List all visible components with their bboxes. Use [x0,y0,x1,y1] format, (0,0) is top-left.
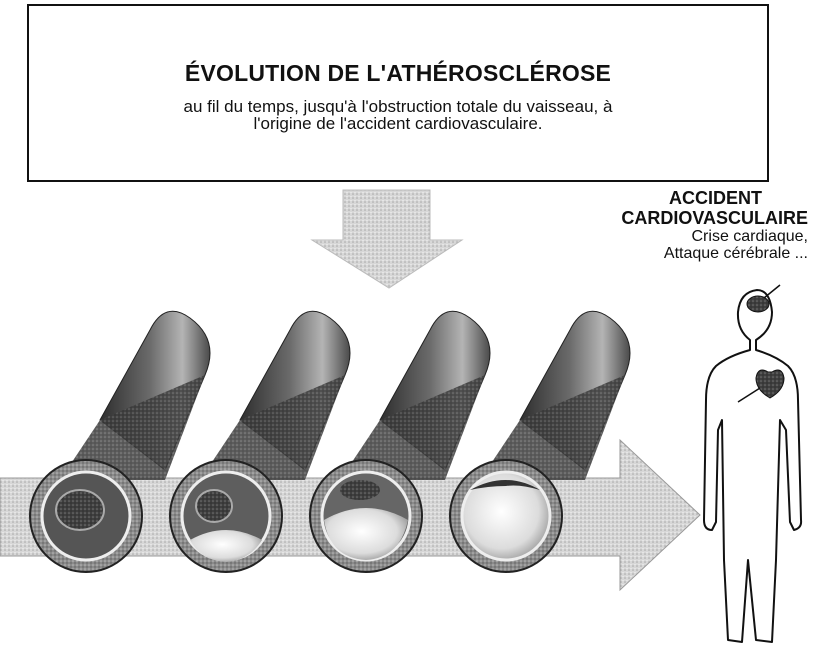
vessel-cross-section [170,460,282,572]
accident-example: Attaque cérébrale ... [588,245,808,262]
accident-example: Crise cardiaque, [588,228,808,245]
vessel-cross-section [30,460,142,572]
vessel-cross-section [450,460,562,572]
accident-title: CARDIOVASCULAIRE [588,208,808,228]
vessel-cross-section [310,460,422,572]
title-box: ÉVOLUTION DE L'ATHÉROSCLÉROSE au fil du … [27,4,769,182]
down-arrow-icon [312,190,462,288]
vessel-tube [60,311,630,480]
accident-title: ACCIDENT [588,188,808,208]
accident-label: ACCIDENT CARDIOVASCULAIRE Crise cardiaqu… [588,188,808,262]
brain-icon [747,285,780,312]
subtitle-line: l'origine de l'accident cardiovasculaire… [29,115,767,132]
page-subtitle: au fil du temps, jusqu'à l'obstruction t… [29,98,767,132]
human-body-icon [704,290,801,642]
subtitle-line: au fil du temps, jusqu'à l'obstruction t… [29,98,767,115]
page-title: ÉVOLUTION DE L'ATHÉROSCLÉROSE [29,60,767,87]
